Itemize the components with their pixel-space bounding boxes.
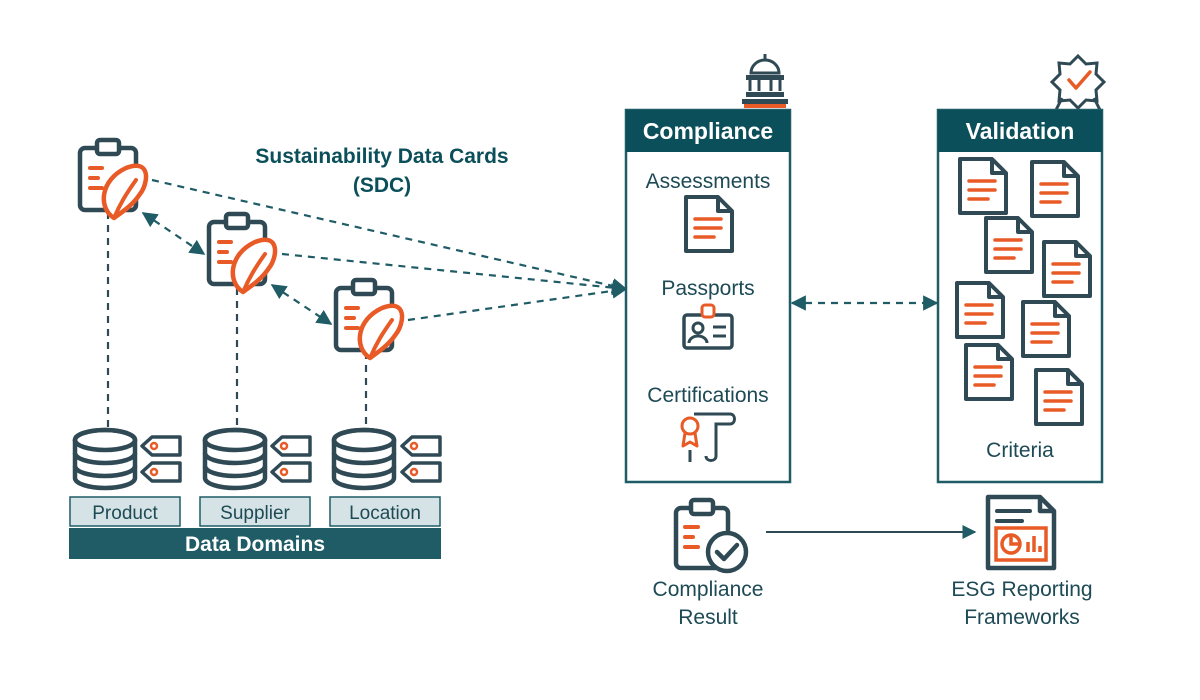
document-icon: [964, 343, 1014, 401]
document-icon: [684, 195, 734, 253]
assessments-label: Assessments: [646, 170, 771, 193]
domain-supplier-label: Supplier: [220, 503, 290, 524]
validation-header: Validation: [966, 118, 1075, 144]
database-icon: [334, 430, 394, 488]
id-badge-icon: [682, 303, 734, 350]
report-chart-icon: [985, 494, 1057, 571]
document-icon: [955, 281, 1005, 339]
clipboard-check-icon: [673, 497, 749, 574]
esg-label-line2: Frameworks: [964, 606, 1080, 629]
database-icon: [75, 430, 135, 488]
clipboard-leaf-icon: [336, 280, 402, 358]
tag-icon: [140, 461, 182, 483]
document-icon: [958, 157, 1008, 215]
result-label-line2: Result: [678, 606, 738, 629]
tag-icon: [400, 435, 442, 457]
database-icon: [205, 430, 265, 488]
data-domains-label: Data Domains: [185, 533, 325, 556]
award-ribbon-icon: [1049, 53, 1107, 111]
card-database-connectors: [106, 212, 368, 430]
document-icon: [1034, 368, 1084, 426]
domain-product: Product: [69, 496, 181, 527]
sdc-title-line1: Sustainability Data Cards: [255, 145, 508, 168]
document-icon: [984, 216, 1034, 274]
domain-supplier: Supplier: [199, 496, 311, 527]
compliance-header: Compliance: [643, 118, 773, 144]
domain-location: Location: [329, 496, 441, 527]
domain-product-label: Product: [92, 503, 158, 524]
criteria-label: Criteria: [986, 439, 1054, 462]
passports-label: Passports: [661, 277, 754, 300]
sdc-arrows: [141, 178, 939, 325]
tag-icon: [140, 435, 182, 457]
data-domains-bar: [69, 528, 441, 559]
result-label-line1: Compliance: [653, 578, 764, 601]
certificate-icon: [680, 412, 736, 462]
tag-icon: [270, 435, 312, 457]
capitol-icon: [742, 54, 788, 108]
tag-icon: [400, 461, 442, 483]
domain-location-label: Location: [349, 503, 421, 524]
clipboard-leaf-icon: [80, 140, 146, 218]
validation-header-bar: [938, 110, 1102, 152]
compliance-header-bar: [626, 110, 790, 152]
document-icon: [1042, 240, 1092, 298]
esg-label-line1: ESG Reporting: [951, 578, 1092, 601]
certifications-label: Certifications: [647, 384, 768, 407]
document-icon: [1021, 300, 1071, 358]
compliance-panel: [624, 108, 792, 484]
sdc-title-line2: (SDC): [353, 174, 411, 197]
document-icon: [1030, 160, 1080, 218]
tag-icon: [270, 461, 312, 483]
clipboard-leaf-icon: [209, 214, 275, 292]
